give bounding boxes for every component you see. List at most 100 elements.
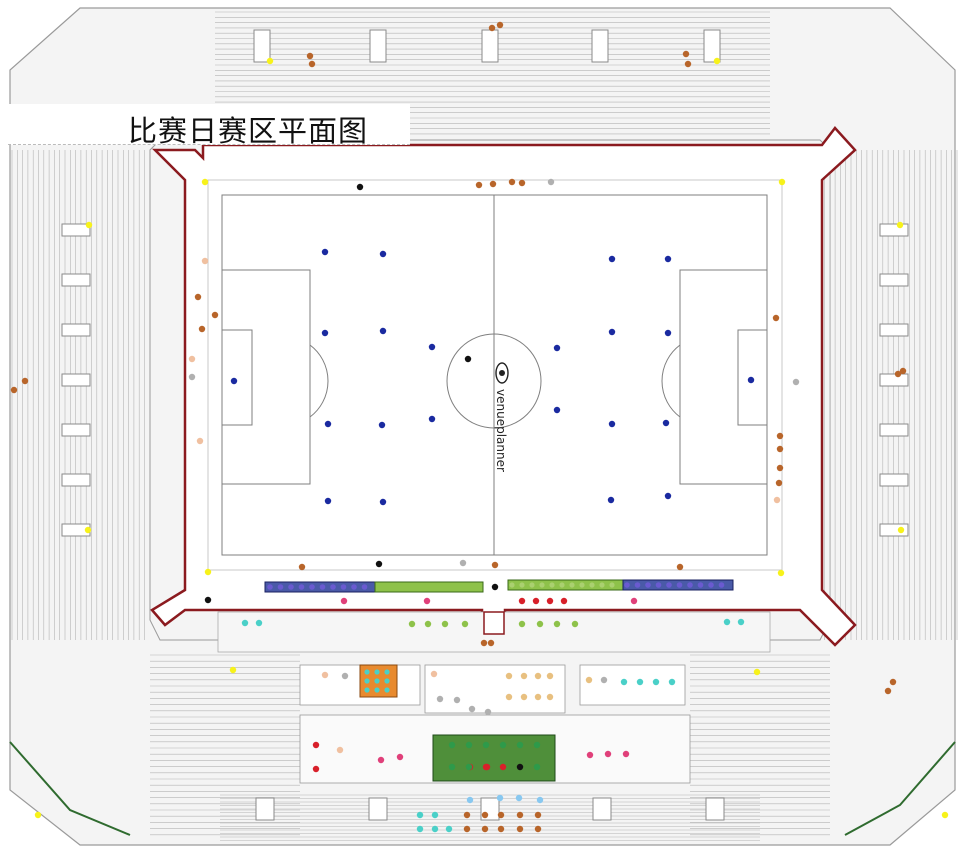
position-marker: [336, 746, 344, 754]
position-marker: [196, 437, 204, 445]
position-marker: [484, 708, 492, 716]
position-marker: [489, 180, 497, 188]
green-band-left: [374, 581, 484, 593]
vomitory-east: [879, 473, 909, 487]
position-marker: [340, 597, 348, 605]
title-backdrop: [8, 104, 410, 145]
zone-marker: [384, 678, 390, 684]
position-marker: [520, 693, 528, 701]
position-marker: [379, 250, 387, 258]
position-marker: [753, 668, 761, 676]
band-marker: [624, 582, 630, 588]
right-goal-area: [737, 329, 768, 426]
band-marker: [267, 584, 273, 590]
position-marker: [776, 464, 784, 472]
position-marker: [379, 498, 387, 506]
vomitory-north: [591, 29, 609, 63]
position-marker: [515, 794, 523, 802]
band-marker: [579, 582, 585, 588]
band-marker: [666, 582, 672, 588]
zone-marker: [465, 763, 473, 771]
band-marker: [676, 582, 683, 588]
vomitory-north: [703, 29, 721, 63]
vomitory-west: [61, 373, 91, 387]
position-marker: [896, 221, 904, 229]
position-marker: [396, 753, 404, 761]
position-marker: [298, 563, 306, 571]
position-marker: [459, 559, 467, 567]
position-marker: [585, 676, 593, 684]
position-marker: [884, 687, 892, 695]
position-marker: [308, 60, 316, 68]
position-marker: [608, 420, 616, 428]
position-marker: [684, 60, 692, 68]
band-marker: [609, 582, 615, 588]
position-marker: [608, 255, 616, 263]
zone-marker: [482, 741, 490, 749]
zone-marker: [499, 741, 507, 749]
position-marker: [428, 343, 436, 351]
position-marker: [416, 825, 424, 833]
position-marker: [505, 693, 513, 701]
position-marker: [463, 825, 471, 833]
position-marker: [608, 328, 616, 336]
logo-text: venueplanner: [494, 389, 508, 472]
band-marker: [298, 584, 305, 590]
position-marker: [198, 325, 206, 333]
position-marker: [188, 373, 196, 381]
tunnel-box: [483, 611, 505, 635]
vomitory-north: [369, 29, 387, 63]
position-marker: [188, 355, 196, 363]
page-title: 比赛日赛区平面图: [128, 114, 369, 148]
band-marker: [351, 584, 357, 590]
centre-circle: [446, 333, 542, 429]
position-marker: [536, 796, 544, 804]
position-marker: [496, 21, 504, 29]
position-marker: [553, 344, 561, 352]
band-marker: [718, 582, 725, 588]
position-marker: [468, 705, 476, 713]
vomitory-south: [705, 797, 725, 821]
position-marker: [464, 355, 472, 363]
position-marker: [306, 52, 314, 60]
position-marker: [321, 329, 329, 337]
vomitory-west: [61, 223, 91, 237]
position-marker: [211, 311, 219, 319]
position-marker: [518, 620, 526, 628]
position-marker: [571, 620, 579, 628]
position-marker: [682, 50, 690, 58]
position-marker: [668, 678, 676, 686]
position-marker: [481, 811, 489, 819]
position-marker: [723, 618, 731, 626]
position-marker: [773, 496, 781, 504]
position-marker: [491, 583, 499, 591]
position-marker: [560, 597, 568, 605]
vomitory-east: [879, 423, 909, 437]
zone-marker: [533, 763, 541, 771]
position-marker: [230, 377, 238, 385]
band-marker: [340, 584, 347, 590]
position-marker: [85, 221, 93, 229]
position-marker: [778, 178, 786, 186]
position-marker: [341, 672, 349, 680]
position-marker: [255, 619, 263, 627]
zone-marker: [384, 669, 390, 675]
vomitory-south: [368, 797, 388, 821]
position-marker: [481, 825, 489, 833]
vomitory-west: [61, 273, 91, 287]
position-marker: [34, 811, 42, 819]
position-marker: [466, 796, 474, 804]
green-band-right: [507, 579, 624, 591]
position-marker: [480, 639, 488, 647]
position-marker: [508, 178, 516, 186]
band-marker: [319, 584, 326, 590]
position-marker: [377, 756, 385, 764]
zone-marker: [499, 763, 507, 771]
position-marker: [497, 811, 505, 819]
position-marker: [441, 620, 449, 628]
position-marker: [889, 678, 897, 686]
position-marker: [534, 811, 542, 819]
position-marker: [241, 619, 249, 627]
band-marker: [288, 584, 294, 590]
